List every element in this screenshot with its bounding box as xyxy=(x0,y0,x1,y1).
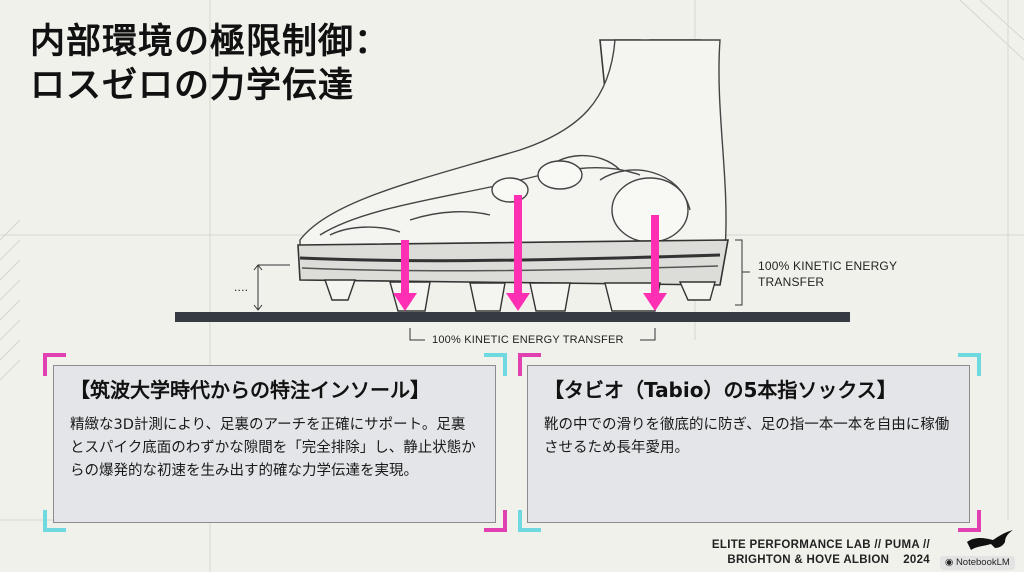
footer-line-2: BRIGHTON & HOVE ALBION xyxy=(727,554,890,566)
footer-credits: ELITE PERFORMANCE LAB // PUMA // BRIGHTO… xyxy=(712,538,930,568)
force-arrow xyxy=(506,195,530,311)
badge-label: NotebookLM xyxy=(955,557,1010,568)
bottom-bracket xyxy=(409,328,656,341)
card-title: 【筑波大学時代からの特注インソール】 xyxy=(70,378,430,402)
title-line-1: 内部環境の極限制御： xyxy=(30,22,391,62)
right-label-line-1: 100% KINETIC ENERGY xyxy=(758,259,898,273)
right-energy-label: 100% KINETIC ENERGY TRANSFER xyxy=(758,258,897,290)
force-arrows xyxy=(393,195,667,311)
notebooklm-badge: ◉ NotebookLM xyxy=(940,556,1015,570)
puma-logo-icon xyxy=(967,530,1013,550)
card-body: 精緻な3D計測により、足裏のアーチを正確にサポート。足裏とスパイク底面のわずかな… xyxy=(70,417,476,479)
footer-line-1: ELITE PERFORMANCE LAB // PUMA // xyxy=(711,539,930,551)
studs xyxy=(324,279,716,312)
force-arrow xyxy=(643,215,667,311)
height-label: .... xyxy=(234,280,249,294)
footer-year: 2024 xyxy=(903,554,930,566)
ground-bar xyxy=(175,312,850,322)
right-label-line-2: TRANSFER xyxy=(758,275,825,289)
shoe-upper xyxy=(299,39,727,251)
title-line-2: ロスゼロの力学伝達 xyxy=(30,66,355,106)
insole-card: 【筑波大学時代からの特注インソール】 精緻な3D計測により、足裏のアーチを正確に… xyxy=(53,365,496,523)
height-dimension xyxy=(253,264,290,311)
socks-card: 【タビオ（Tabio）の5本指ソックス】 靴の中での滑りを徹底的に防ぎ、足の指一… xyxy=(527,365,970,523)
card-title: 【タビオ（Tabio）の5本指ソックス】 xyxy=(544,378,897,402)
force-arrow xyxy=(393,240,417,311)
right-bracket xyxy=(735,239,750,306)
page-title: 内部環境の極限制御： ロスゼロの力学伝達 xyxy=(30,20,390,108)
bottom-energy-label: 100% KINETIC ENERGY TRANSFER xyxy=(432,334,624,346)
card-body: 靴の中での滑りを徹底的に防ぎ、足の指一本一本を自由に稼働させるため長年愛用。 xyxy=(544,417,950,456)
